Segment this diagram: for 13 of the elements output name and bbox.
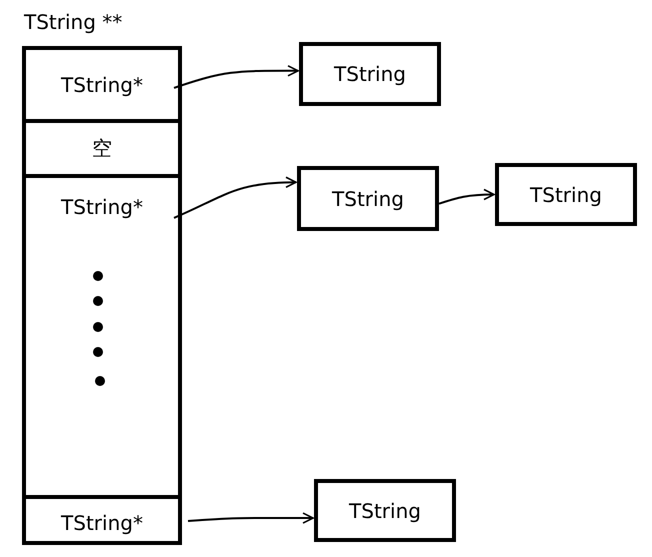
object-box: TString (495, 163, 637, 226)
pointer-cell: TString* (26, 174, 178, 235)
arrow (188, 512, 314, 524)
pointer-cell: 空 (26, 119, 178, 174)
array-heading: TString ** (24, 10, 122, 34)
arrow (174, 176, 297, 219)
object-box: TString (314, 479, 456, 542)
object-box: TString (299, 42, 441, 106)
pointer-cell: TString* (26, 495, 178, 547)
arrow (174, 65, 299, 89)
pointer-cell: TString* (26, 50, 178, 119)
arrow (438, 188, 495, 205)
object-box: TString (297, 166, 439, 231)
